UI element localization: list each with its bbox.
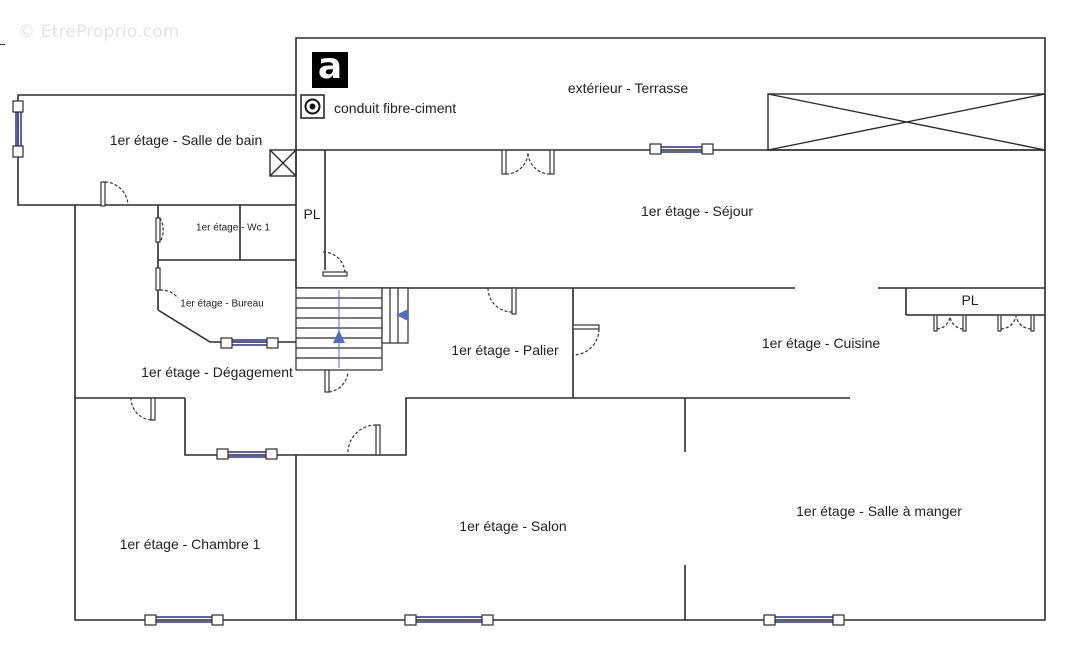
window-bureau (220, 337, 279, 349)
edge-tick (0, 44, 5, 45)
door-cuisine (572, 324, 600, 356)
window-terrace (649, 143, 714, 155)
stairs-up-arrow-icon (333, 330, 345, 343)
room-bureau: 1er étage - Bureau (180, 298, 264, 310)
closet-pl-left: PL (303, 206, 321, 222)
door-wc (155, 217, 164, 243)
door-pl (322, 251, 348, 277)
room-palier: 1er étage - Palier (451, 342, 559, 358)
doors (100, 149, 1035, 456)
conduit-crossbox (269, 149, 297, 177)
room-chambre: 1er étage - Chambre 1 (119, 536, 261, 552)
room-sejour: 1er étage - Séjour (640, 203, 754, 219)
door-salon (347, 424, 381, 456)
window-salle-a-manger (763, 614, 845, 626)
brand-logo: a (312, 49, 348, 88)
door-chambre (130, 397, 156, 421)
windows (12, 100, 845, 626)
room-degagement: 1er étage - Dégagement (141, 364, 293, 380)
room-wc: 1er étage - Wc 1 (196, 222, 270, 234)
room-salle-a-manger: 1er étage - Salle à manger (796, 503, 962, 519)
outer-wall (17, 37, 1046, 621)
conduit-legend-label: conduit fibre-ciment (334, 100, 457, 116)
door-bureau (155, 267, 179, 299)
window-degagement (216, 448, 278, 460)
room-cuisine: 1er étage - Cuisine (761, 335, 881, 351)
window-salon (404, 614, 494, 626)
window-bathroom (12, 100, 24, 158)
walls (17, 37, 1046, 621)
door-bathroom (100, 181, 129, 207)
window-chambre (144, 614, 224, 626)
terrace-crossbox (767, 93, 1046, 151)
room-salon: 1er étage - Salon (459, 518, 567, 534)
stairs-left-arrow-icon (396, 309, 408, 321)
door-palier-top (487, 287, 517, 315)
watermark: © EtreProprio.com (18, 22, 180, 42)
staircase (295, 287, 409, 371)
wall-degagement-bottom (184, 397, 850, 456)
room-salle-de-bain: 1er étage - Salle de bain (109, 132, 263, 148)
door-stairs (324, 369, 349, 393)
circle-dot-icon (300, 94, 325, 119)
closet-pl-right: PL (961, 292, 979, 308)
door-terrace (501, 149, 555, 175)
room-terrasse: extérieur - Terrasse (567, 80, 689, 96)
wall-bureau-bottom (157, 309, 296, 343)
door-pl-right (933, 314, 1035, 332)
